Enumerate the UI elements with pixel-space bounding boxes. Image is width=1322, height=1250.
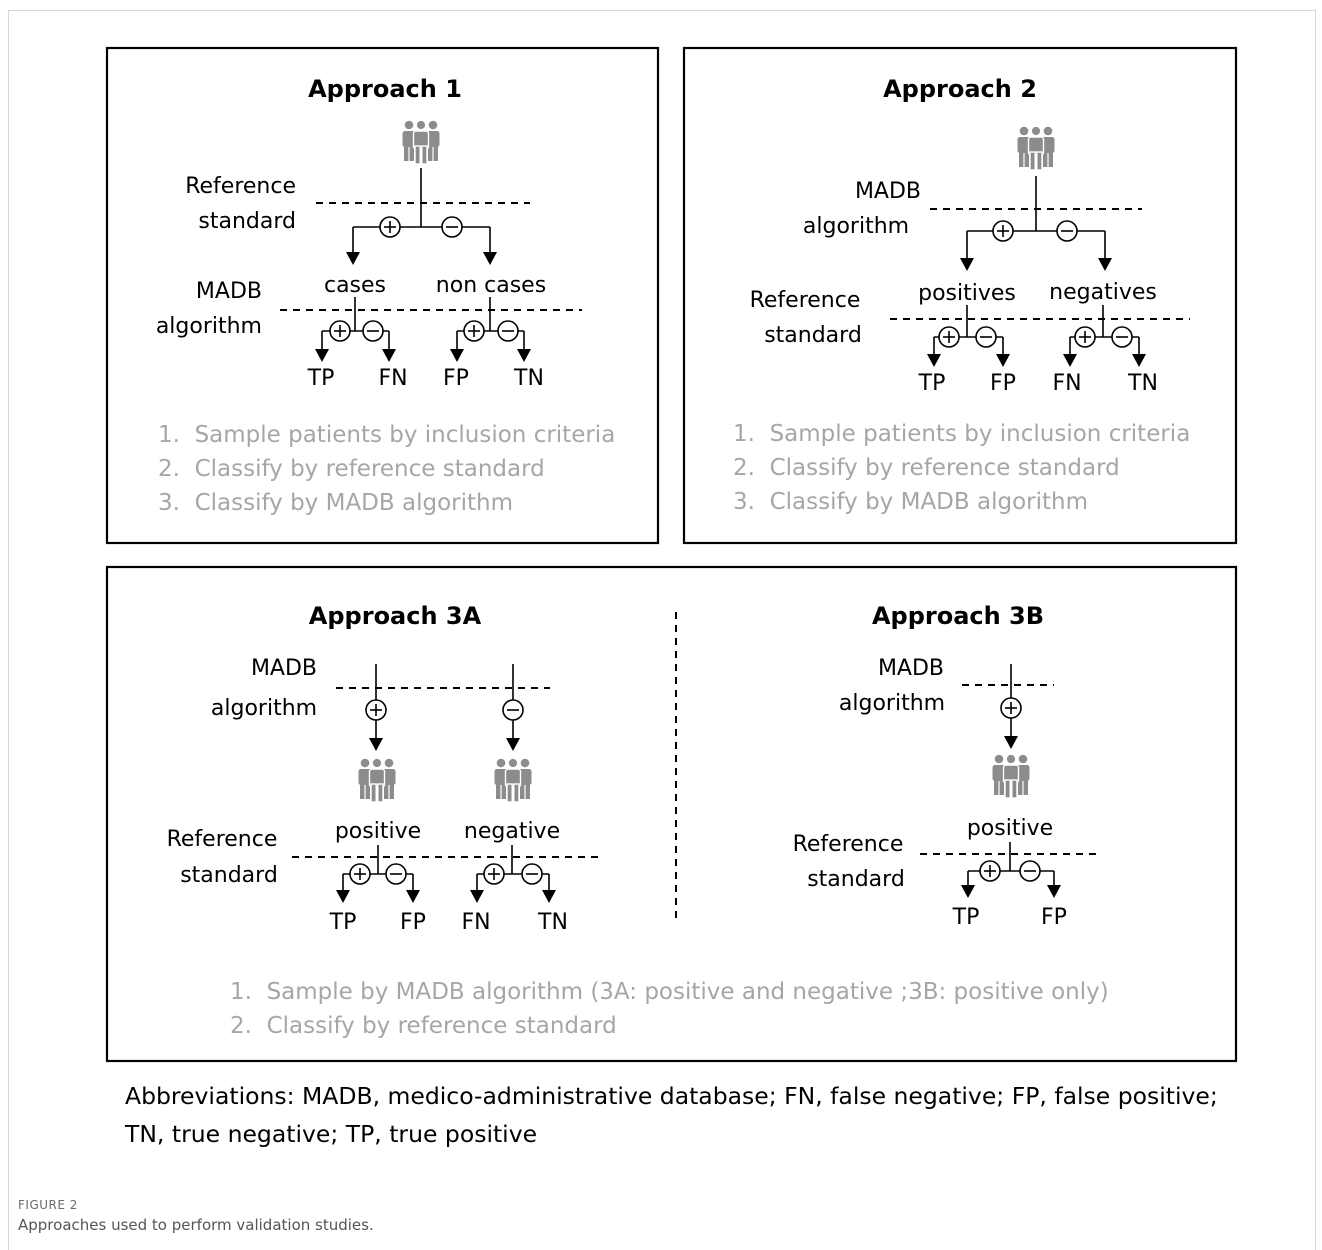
approach2-step-1: 1. Sample patients by inclusion criteria — [733, 421, 1190, 447]
approach3a-level1-label-line2: algorithm — [211, 696, 317, 721]
plus-circle-icon — [938, 326, 960, 348]
figure-label: FIGURE 2 — [18, 1198, 78, 1212]
people-group-icon — [493, 757, 533, 803]
approach3-box — [105, 565, 1238, 1063]
approach1-title: Approach 1 — [308, 75, 462, 103]
approach2-level1-label-line2: algorithm — [803, 214, 909, 239]
plus-circle-icon — [483, 863, 505, 885]
approach3a-outcome-3: FN — [461, 910, 490, 935]
figure-caption: Approaches used to perform validation st… — [18, 1216, 374, 1234]
validation-approaches-diagram: Approach 1 Reference standard MADB algor… — [105, 46, 1238, 1063]
approach2-title: Approach 2 — [883, 75, 1037, 103]
arrow-down-icon — [369, 738, 520, 751]
approach3a-outcome-2: FP — [400, 910, 426, 935]
arrow-down-icon — [336, 890, 556, 903]
approach3b-level1-label-line2: algorithm — [839, 691, 945, 716]
plus-circle-icon — [379, 216, 401, 238]
approach2-step-3: 3. Classify by MADB algorithm — [733, 489, 1088, 515]
minus-circle-icon — [521, 863, 543, 885]
approach3-step-2: 2. Classify by reference standard — [230, 1013, 617, 1039]
plus-circle-icon — [329, 320, 351, 342]
minus-circle-icon — [1111, 326, 1133, 348]
minus-circle-icon — [385, 863, 407, 885]
arrow-down-icon — [960, 258, 1112, 271]
approach3b-panel: Approach 3B MADB algorithm Reference sta… — [793, 602, 1098, 930]
plus-circle-icon — [1000, 697, 1022, 719]
people-group-icon — [991, 753, 1031, 799]
approach1-box — [105, 46, 660, 545]
approach1-outcome-3: FP — [443, 366, 469, 391]
minus-circle-icon — [497, 320, 519, 342]
approach1-step-1: 1. Sample patients by inclusion criteria — [158, 422, 615, 448]
approach1-outcome-2: FN — [378, 366, 407, 391]
approach1-outcome-1: TP — [307, 366, 335, 391]
approach3b-outcome-1: TP — [952, 905, 980, 930]
approach2-outcome-4: TN — [1127, 371, 1158, 396]
arrow-down-icon — [1004, 736, 1018, 749]
approach3b-title: Approach 3B — [872, 602, 1044, 630]
approach3a-level2-label-line1: Reference — [167, 827, 278, 852]
approach1-level1-label-line1: Reference — [185, 174, 296, 199]
approach2-step-2: 2. Classify by reference standard — [733, 455, 1120, 481]
minus-circle-icon — [1019, 860, 1041, 882]
approach3a-branch-right: negative — [464, 819, 560, 844]
approach2-level2-label-line1: Reference — [750, 288, 861, 313]
plus-circle-icon — [1074, 326, 1096, 348]
people-group-icon — [357, 757, 397, 803]
people-group-icon — [401, 119, 441, 165]
minus-circle-icon — [502, 699, 524, 721]
plus-circle-icon — [992, 220, 1014, 242]
approach3a-outcome-4: TN — [537, 910, 568, 935]
arrow-down-icon — [315, 349, 531, 362]
plus-circle-icon — [349, 863, 371, 885]
approach3a-level2-label-line2: standard — [180, 863, 278, 888]
approach2-branch-right: negatives — [1049, 280, 1157, 305]
minus-circle-icon — [441, 216, 463, 238]
approach3a-title: Approach 3A — [309, 602, 482, 630]
approach3b-outcome-2: FP — [1041, 905, 1067, 930]
approach1-outcome-4: TN — [513, 366, 544, 391]
arrow-down-icon — [927, 354, 1146, 367]
approach1-branch-right: non cases — [436, 273, 546, 298]
approach3-step-1: 1. Sample by MADB algorithm (3A: positiv… — [230, 979, 1109, 1005]
approach2-outcome-2: FP — [990, 371, 1016, 396]
approach2-box — [682, 46, 1238, 545]
approach1-branch-left: cases — [324, 273, 386, 298]
approach1-level2-label-line1: MADB — [196, 279, 262, 304]
figure-frame — [8, 10, 1316, 1250]
minus-circle-icon — [975, 326, 997, 348]
approach2-level1-label-line1: MADB — [855, 179, 921, 204]
minus-circle-icon — [362, 320, 384, 342]
approach1-step-3: 3. Classify by MADB algorithm — [158, 490, 513, 516]
approach3a-branch-left: positive — [335, 819, 421, 844]
arrow-down-icon — [346, 252, 497, 265]
people-group-icon — [1016, 125, 1056, 171]
plus-circle-icon — [365, 699, 387, 721]
approach3b-branch: positive — [967, 816, 1053, 841]
approach3a-level1-label-line1: MADB — [251, 656, 317, 681]
approach3a-panel: Approach 3A MADB algorithm Reference sta… — [167, 602, 598, 935]
approach2-panel: Approach 2 MADB algorithm Reference stan… — [733, 75, 1190, 515]
approach3b-level1-label-line1: MADB — [878, 656, 944, 681]
plus-circle-icon — [463, 320, 485, 342]
abbreviations-text: Abbreviations: MADB, medico-administrati… — [125, 1082, 1218, 1148]
approach1-level2-label-line2: algorithm — [156, 314, 262, 339]
approach1-level1-label-line2: standard — [198, 209, 296, 234]
approach2-outcome-1: TP — [918, 371, 946, 396]
approach3a-outcome-1: TP — [329, 910, 357, 935]
approach1-step-2: 2. Classify by reference standard — [158, 456, 545, 482]
approach2-branch-left: positives — [918, 281, 1016, 306]
approach2-outcome-3: FN — [1052, 371, 1081, 396]
plus-circle-icon — [979, 860, 1001, 882]
minus-circle-icon — [1056, 220, 1078, 242]
approach2-level2-label-line2: standard — [764, 323, 862, 348]
approach3b-level2-label-line2: standard — [807, 867, 905, 892]
approach3b-level2-label-line1: Reference — [793, 832, 904, 857]
arrow-down-icon — [961, 885, 1061, 898]
approach1-panel: Approach 1 Reference standard MADB algor… — [156, 75, 615, 516]
